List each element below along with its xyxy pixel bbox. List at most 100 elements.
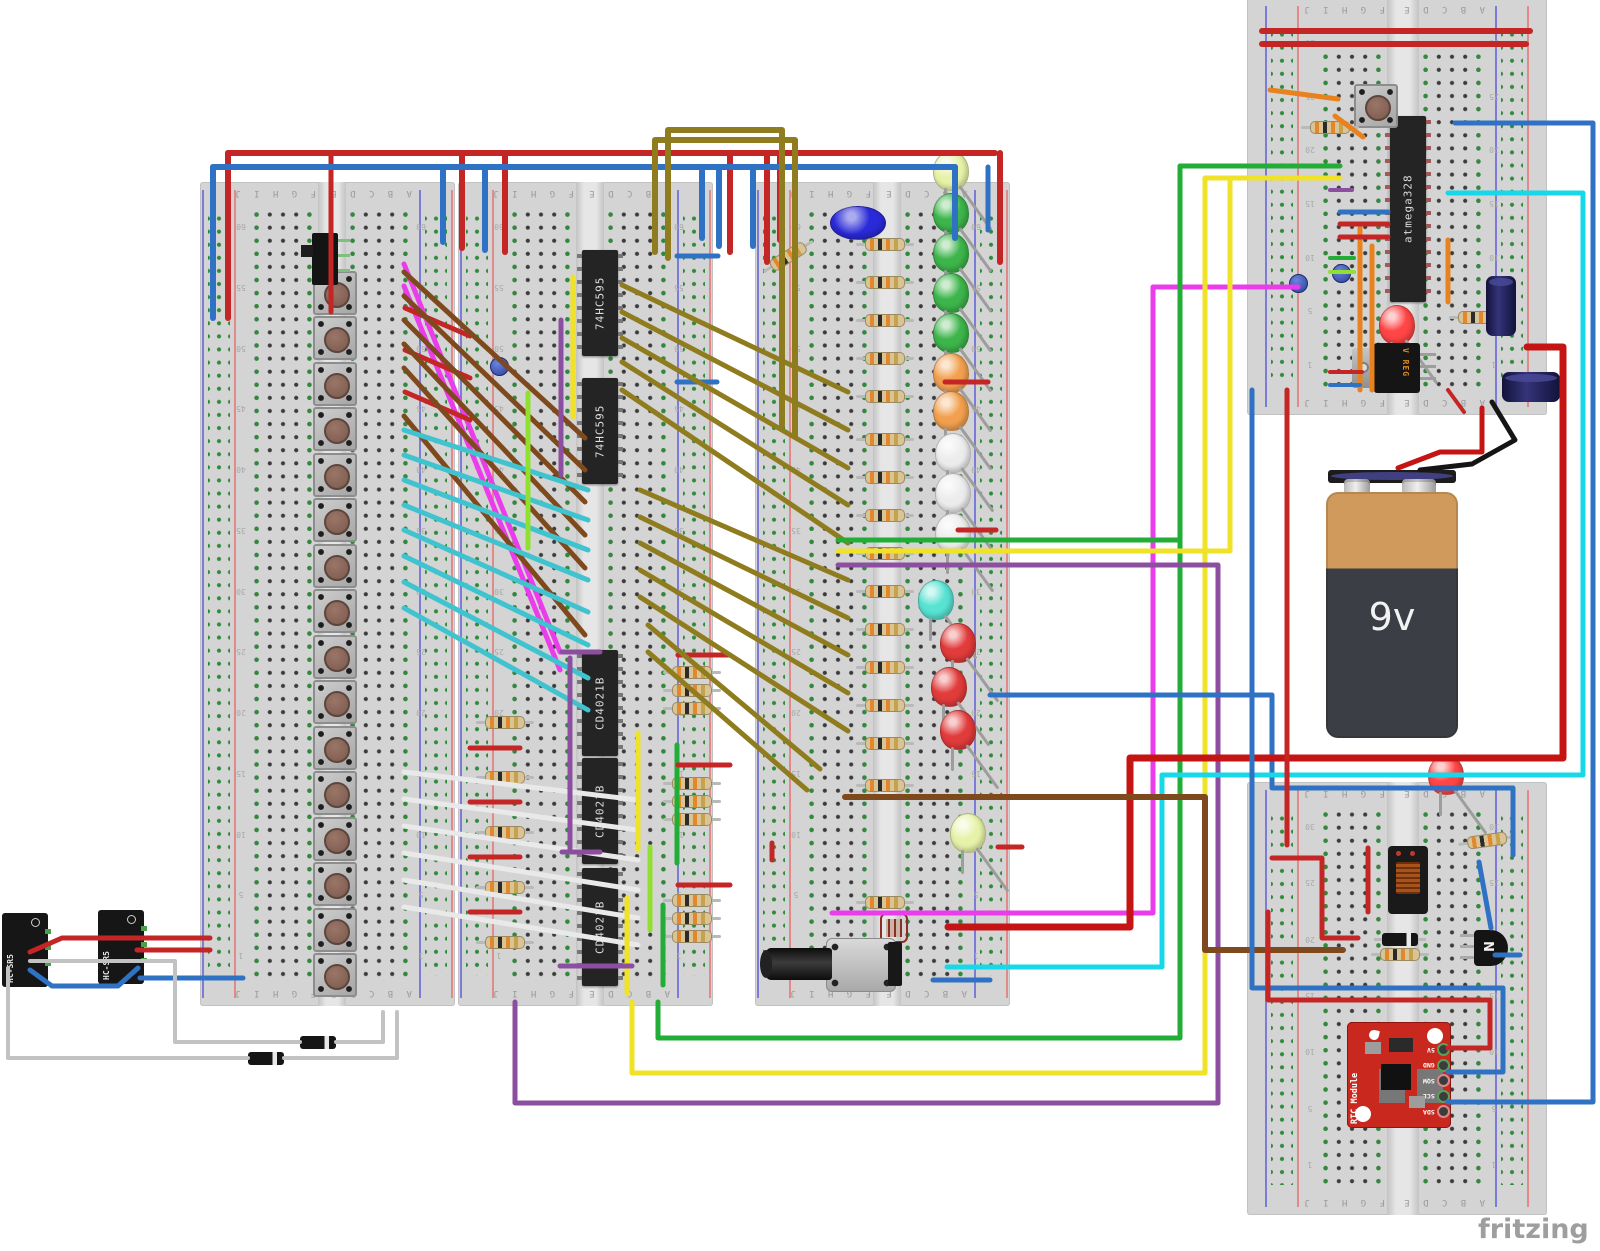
led[interactable] <box>933 353 993 433</box>
push-button[interactable] <box>313 635 357 679</box>
led[interactable] <box>933 391 993 471</box>
resistor[interactable] <box>856 698 914 712</box>
resistor[interactable] <box>856 351 914 365</box>
push-button[interactable] <box>1354 84 1398 128</box>
ceramic-capacitor[interactable] <box>1289 274 1308 293</box>
rtc-pin-gnd[interactable]: GND <box>1423 1058 1450 1074</box>
rtc-pin-scl[interactable]: SCL <box>1423 1089 1450 1105</box>
diode[interactable] <box>1374 933 1426 946</box>
diode[interactable] <box>240 1052 292 1065</box>
resistor[interactable] <box>663 812 721 826</box>
electrolytic-capacitor[interactable] <box>1486 276 1516 336</box>
resistor[interactable] <box>663 794 721 808</box>
ic-cd4021b[interactable]: CD4021B <box>577 650 623 756</box>
led[interactable] <box>933 151 993 231</box>
resistor[interactable] <box>856 895 914 909</box>
rail-holes[interactable] <box>1271 812 1293 1185</box>
rail-holes[interactable] <box>208 212 230 976</box>
ic-74hc595[interactable]: 74HC595 <box>577 378 623 484</box>
rail-holes[interactable] <box>763 212 785 976</box>
push-button[interactable] <box>313 908 357 952</box>
resistor[interactable] <box>1301 120 1359 134</box>
led[interactable] <box>933 193 993 273</box>
resistor[interactable] <box>476 825 534 839</box>
push-button[interactable] <box>313 271 357 315</box>
slide-switch[interactable] <box>301 233 350 285</box>
led[interactable] <box>931 667 991 747</box>
led[interactable] <box>1379 305 1439 385</box>
hole-field[interactable] <box>508 208 574 980</box>
sensor-hc-sr5[interactable]: HC-SR5 <box>2 913 51 987</box>
wire[interactable] <box>282 1010 399 1060</box>
resistor[interactable] <box>663 929 721 943</box>
led[interactable] <box>935 473 995 553</box>
wire[interactable] <box>334 1010 385 1044</box>
hole-field[interactable] <box>1319 24 1385 389</box>
push-button[interactable] <box>313 407 357 451</box>
led[interactable] <box>918 580 978 660</box>
push-button[interactable] <box>313 953 357 997</box>
hole-field[interactable] <box>1319 808 1385 1189</box>
hole-field[interactable] <box>1419 808 1485 1189</box>
pot-knob[interactable] <box>760 948 832 980</box>
ic-74hc595[interactable]: 74HC595 <box>577 250 623 356</box>
led[interactable] <box>950 813 1010 893</box>
transistor[interactable]: N <box>1460 930 1508 966</box>
push-button[interactable] <box>313 453 357 497</box>
push-button[interactable] <box>313 862 357 906</box>
resistor[interactable] <box>663 911 721 925</box>
led[interactable] <box>1428 755 1488 835</box>
led[interactable] <box>940 623 1000 703</box>
resistor[interactable] <box>856 275 914 289</box>
resistor[interactable] <box>856 237 914 251</box>
sensor-hc-sr5[interactable]: HC-SR5 <box>98 910 147 984</box>
resistor[interactable] <box>856 508 914 522</box>
relay[interactable] <box>1388 846 1428 914</box>
electrolytic-capacitor[interactable] <box>1502 372 1560 402</box>
rail-holes[interactable] <box>466 212 488 976</box>
resistor[interactable] <box>856 584 914 598</box>
rail-holes[interactable] <box>1271 28 1293 385</box>
battery-9v[interactable]: 9v <box>1326 470 1458 738</box>
diode[interactable] <box>292 1036 344 1049</box>
resistor[interactable] <box>856 778 914 792</box>
ic-atmega328[interactable]: atmega328 <box>1385 116 1431 302</box>
rtc-pin-5v[interactable]: 5V <box>1423 1042 1450 1058</box>
wire[interactable] <box>1395 405 1485 471</box>
resistor[interactable] <box>1371 947 1429 961</box>
rtc-pin-sda[interactable]: SDA <box>1423 1104 1450 1120</box>
led[interactable] <box>935 513 995 593</box>
push-button[interactable] <box>313 544 357 588</box>
led[interactable] <box>933 273 993 353</box>
ceramic-capacitor[interactable] <box>1332 264 1351 283</box>
push-button[interactable] <box>313 726 357 770</box>
potentiometer[interactable] <box>760 938 906 992</box>
led[interactable] <box>940 710 1000 790</box>
ic-cd4021b[interactable]: CD4021B <box>577 758 623 864</box>
resistor[interactable] <box>856 313 914 327</box>
resistor[interactable] <box>856 736 914 750</box>
resistor[interactable] <box>856 546 914 560</box>
resistor[interactable] <box>663 893 721 907</box>
resistor[interactable] <box>663 776 721 790</box>
push-button[interactable] <box>313 316 357 360</box>
resistor[interactable] <box>476 880 534 894</box>
ceramic-capacitor[interactable] <box>490 357 509 376</box>
resistor[interactable] <box>476 935 534 949</box>
resistor[interactable] <box>663 701 721 715</box>
resistor[interactable] <box>856 389 914 403</box>
resistor[interactable] <box>476 715 534 729</box>
resistor[interactable] <box>856 660 914 674</box>
rtc-pin-sqw[interactable]: SQW <box>1423 1073 1450 1089</box>
push-button[interactable] <box>313 680 357 724</box>
resistor[interactable] <box>856 622 914 636</box>
resistor[interactable] <box>476 770 534 784</box>
push-button[interactable] <box>313 362 357 406</box>
resistor[interactable] <box>856 470 914 484</box>
resistor[interactable] <box>663 683 721 697</box>
resistor[interactable] <box>856 432 914 446</box>
led[interactable] <box>935 433 995 513</box>
push-button[interactable] <box>313 589 357 633</box>
led[interactable] <box>933 233 993 313</box>
